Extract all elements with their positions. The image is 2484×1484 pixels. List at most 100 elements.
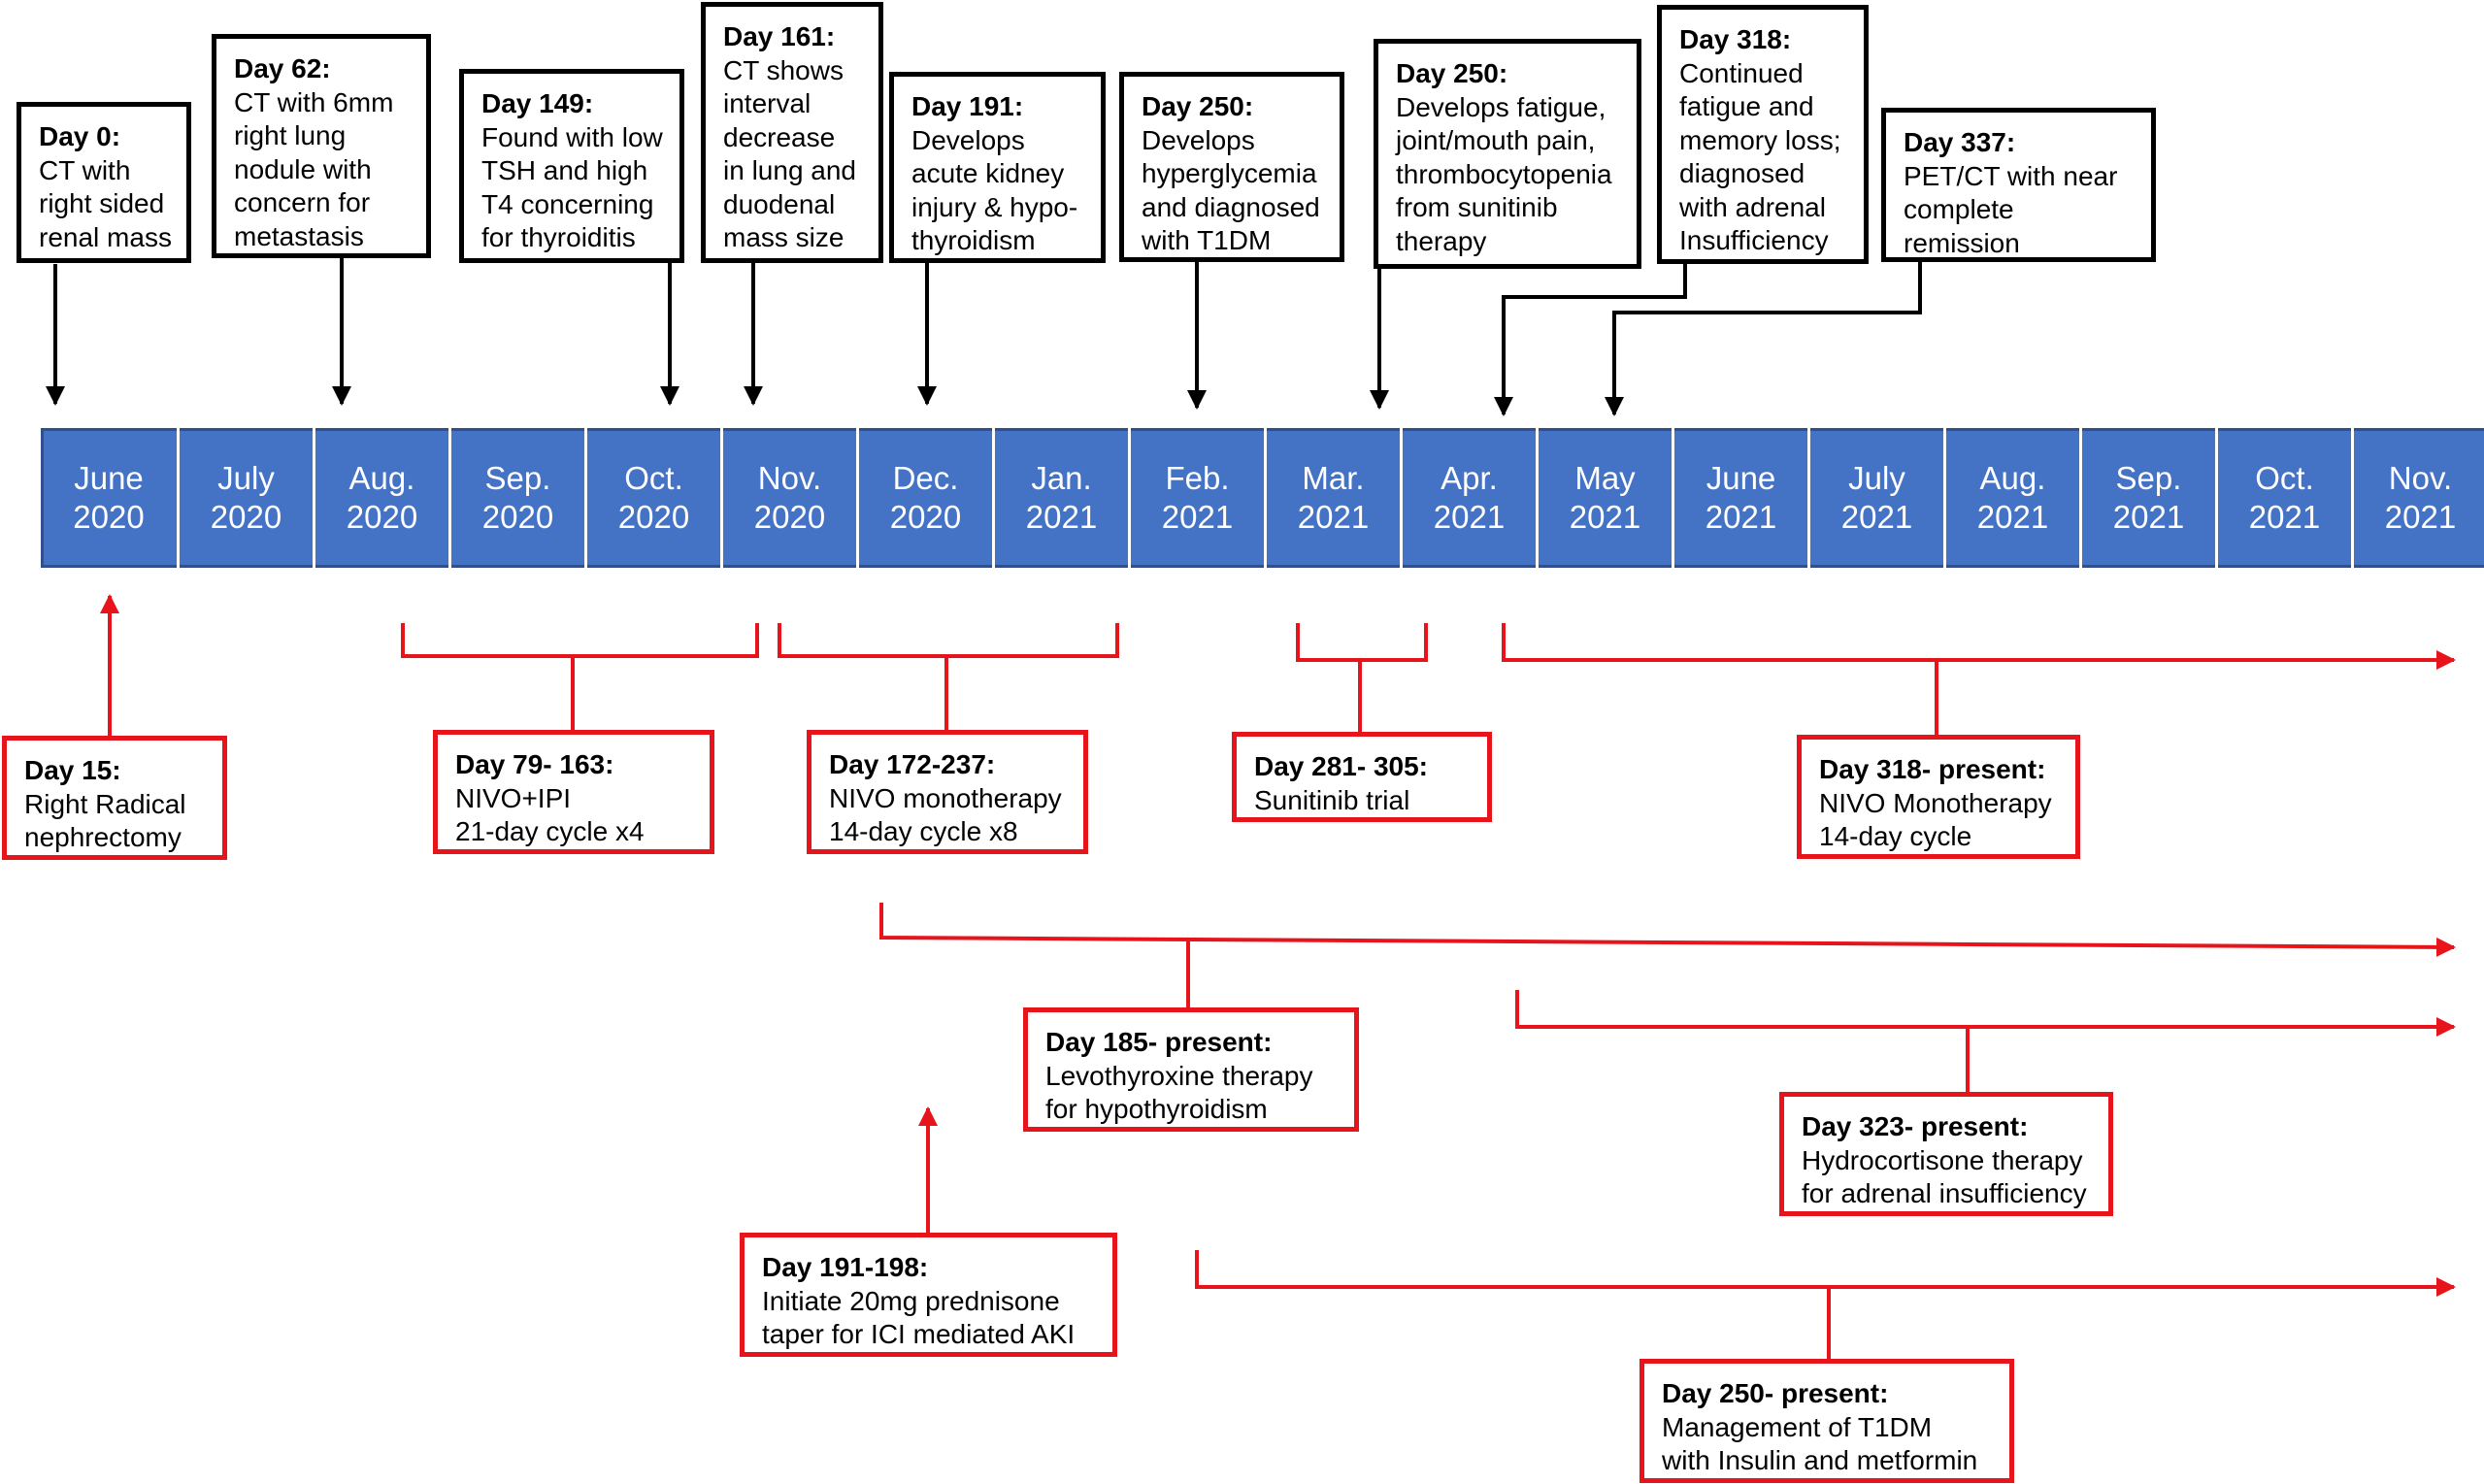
box-line: NIVO+IPI (455, 782, 572, 813)
month-cell: Aug.2021 (1943, 428, 2079, 568)
month-label: Nov. (2388, 460, 2453, 496)
month-cell: Dec.2020 (856, 428, 992, 568)
year-label: 2020 (481, 499, 554, 535)
box-line: interval (723, 88, 811, 118)
year-label: 2020 (617, 499, 690, 535)
year-label: 2021 (2112, 499, 2185, 535)
box-line: NIVO Monotherapy (1819, 787, 2052, 818)
box-title: Day 172-237: (829, 749, 996, 779)
bracket-day-281-305 (1296, 623, 1428, 732)
month-label: Apr. (1441, 460, 1498, 496)
box-line: therapy (1396, 225, 1487, 256)
year-label: 2021 (1840, 499, 1913, 535)
box-line: with Insulin and metformin (1662, 1445, 1978, 1475)
box-line: Right Radical (24, 788, 186, 819)
box-title: Day 323- present: (1802, 1111, 2029, 1141)
box-line: PET/CT with near (1904, 160, 2118, 191)
box-line: with adrenal (1679, 191, 1826, 222)
month-cell: Aug.2020 (313, 428, 448, 568)
box-line: 21-day cycle x4 (455, 816, 645, 846)
box-line: remission (1904, 227, 2020, 258)
year-label: 2021 (1705, 499, 1777, 535)
box-line: mass size (723, 222, 845, 252)
month-cell: Sep.2020 (448, 428, 584, 568)
box-line: thyroidism (911, 225, 1036, 255)
month-cell: Jan.2021 (992, 428, 1128, 568)
box-line: CT shows (723, 54, 844, 85)
box-title: Day 15: (24, 755, 121, 785)
box-line: hyperglycemia (1142, 158, 1317, 188)
month-cell: Nov.2021 (2351, 428, 2484, 568)
box-line: Develops (1142, 124, 1255, 155)
box-line: fatigue and (1679, 91, 1814, 121)
box-line: 14-day cycle x8 (829, 816, 1018, 846)
box-line: Levothyroxine therapy (1045, 1060, 1313, 1091)
year-label: 2021 (1025, 499, 1098, 535)
year-label: 2020 (889, 499, 962, 535)
box-line: diagnosed (1679, 158, 1805, 188)
event-box-day-250b: Day 250:Develops fatigue,joint/mouth pai… (1374, 39, 1641, 269)
box-line: from sunitinib (1396, 192, 1558, 222)
box-line: right lung (234, 120, 347, 150)
box-line: metastasis (234, 220, 364, 251)
box-title: Day 250: (1142, 91, 1254, 121)
month-label: Aug. (1979, 460, 2046, 496)
treatment-box-day-281-305: Day 281- 305:Sunitinib trial (1232, 732, 1492, 822)
month-label: July (217, 460, 275, 496)
box-title: Day 318- present: (1819, 754, 2046, 784)
month-cell: Oct.2021 (2215, 428, 2351, 568)
month-label: June (74, 460, 144, 496)
year-label: 2021 (1297, 499, 1370, 535)
box-line: for hypothyroidism (1045, 1094, 1268, 1124)
box-title: Day 149: (481, 88, 594, 118)
box-line: NIVO monotherapy (829, 782, 1062, 813)
box-line: concern for (234, 187, 371, 217)
box-line: CT with (39, 154, 131, 185)
month-label: Oct. (624, 460, 683, 496)
year-label: 2021 (1569, 499, 1641, 535)
month-label: Oct. (2255, 460, 2314, 496)
bracket-day-185 (879, 903, 2456, 957)
month-label: Sep. (2115, 460, 2182, 496)
year-label: 2020 (753, 499, 826, 535)
bracket-day-250 (1195, 1250, 2456, 1297)
month-label: July (1848, 460, 1905, 496)
year-label: 2020 (210, 499, 282, 535)
month-label: May (1574, 460, 1636, 496)
box-line: Management of T1DM (1662, 1411, 1933, 1442)
box-line: TSH and high (481, 155, 648, 185)
year-label: 2021 (1976, 499, 2049, 535)
box-line: memory loss; (1679, 124, 1841, 155)
box-title: Day 318: (1679, 24, 1792, 54)
month-cell: Nov.2020 (720, 428, 856, 568)
box-line: in lung and (723, 155, 857, 185)
box-line: right sided (39, 188, 165, 218)
bracket-day-318 (1502, 623, 2456, 670)
box-line: Sunitinib trial (1254, 784, 1410, 815)
box-line: for adrenal insufficiency (1802, 1178, 2087, 1208)
box-title: Day 62: (234, 53, 331, 83)
month-label: Dec. (892, 460, 959, 496)
box-line: Continued (1679, 57, 1804, 88)
month-cell: Apr.2021 (1400, 428, 1536, 568)
box-title: Day 161: (723, 21, 836, 51)
timeline-bar (41, 428, 2484, 568)
box-line: thrombocytopenia (1396, 158, 1612, 189)
month-cell: Feb.2021 (1128, 428, 1264, 568)
